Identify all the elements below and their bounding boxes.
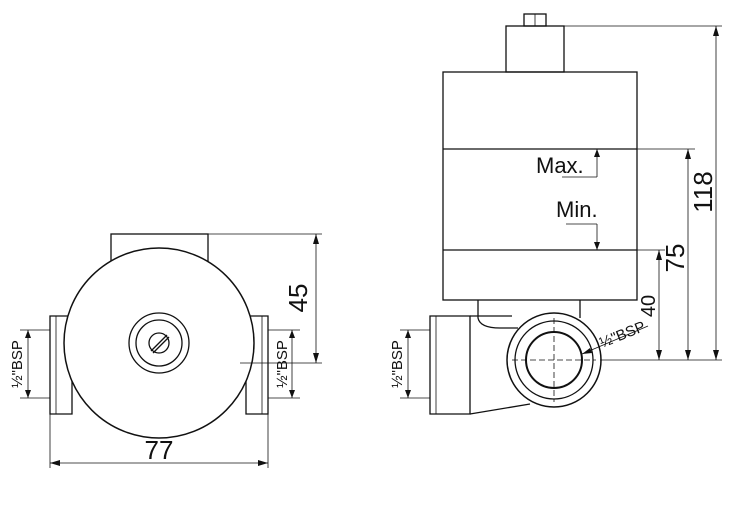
screw-slot (150, 334, 168, 352)
outlet-thread-label: ½"BSP (597, 318, 648, 352)
center-cap-outer (128, 312, 190, 374)
inlet-thread-label: ½"BSP (389, 340, 406, 388)
left-side-port (49, 315, 73, 415)
height-118-label: 118 (688, 171, 718, 212)
center-cap-ring (135, 319, 183, 367)
height-40-label: 40 (638, 295, 660, 317)
outlet-neck (477, 300, 518, 329)
actuator-cap (505, 25, 565, 73)
screw-head (148, 332, 170, 354)
height-45-label: 45 (283, 284, 313, 313)
min-level-label: Min. (556, 197, 598, 222)
max-level-label: Max. (536, 153, 584, 178)
top-view: 77 45 ½"BSP ½"BSP (9, 233, 322, 468)
side-view: Max. Min. ½"BSP ½"BSP (389, 13, 722, 415)
left-port-thread-label: ½"BSP (9, 340, 26, 388)
width-dimension-label: 77 (145, 435, 174, 465)
height-75-label: 75 (660, 244, 690, 273)
right-port-thread-label: ½"BSP (274, 340, 291, 388)
reservoir-body (442, 71, 638, 301)
